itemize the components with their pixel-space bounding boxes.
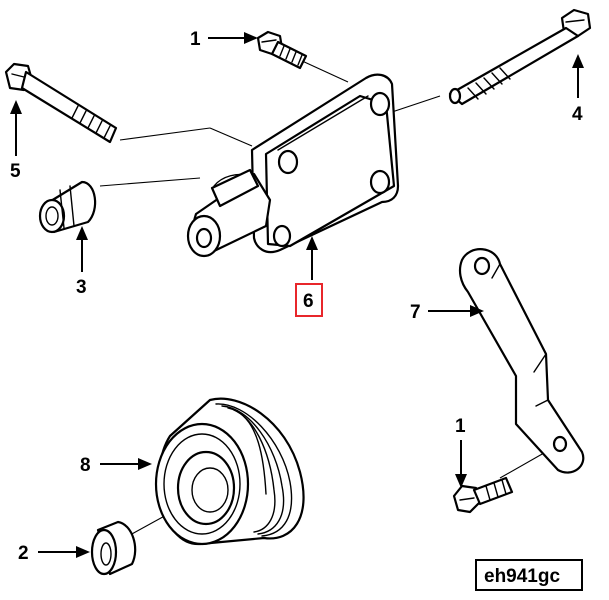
callout-4: 4 [572,104,583,125]
callout-3: 3 [76,277,87,298]
callout-8: 8 [80,455,91,476]
bolt-part-4 [448,8,592,106]
figure-code-box [475,559,583,591]
callout-arrows [10,32,584,558]
spacer-part-2 [90,520,137,576]
bolt-part-1-bottom [452,476,514,514]
callout-2: 2 [18,543,29,564]
bolt-part-1-top [256,30,308,70]
callout-1-top: 1 [190,29,201,50]
strap-part-7 [458,248,585,474]
callout-1-bottom: 1 [455,416,466,437]
callout-5: 5 [10,161,21,182]
bracket-part-6 [186,73,400,258]
callout-6-highlight-box [295,283,323,317]
figure-code: eh941gc [484,566,560,587]
bushing-part-3 [38,180,97,234]
bolt-part-5 [4,62,118,144]
callout-6: 6 [303,291,314,312]
callout-7: 7 [410,302,421,323]
pulley-part-8 [154,397,305,546]
